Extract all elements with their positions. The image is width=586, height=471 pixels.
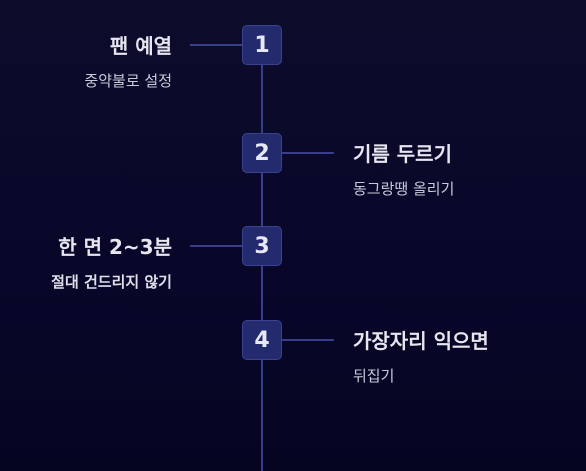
step-3-title: 한 면 2~3분: [58, 235, 172, 259]
step-3-description: 절대 건드리지 않기: [51, 273, 172, 291]
step-2-number-badge: 2: [242, 133, 282, 173]
step-2-description: 동그랑땡 올리기: [353, 180, 455, 198]
step-3-connector: [190, 245, 242, 247]
step-3: 3 한 면 2~3분 절대 건드리지 않기: [0, 226, 586, 306]
step-4-number-badge: 4: [242, 320, 282, 360]
step-1-number-badge: 1: [242, 25, 282, 65]
step-1-title: 팬 예열: [109, 34, 172, 58]
step-1: 1 팬 예열 중약불로 설정: [0, 25, 586, 105]
step-2-connector: [282, 152, 334, 154]
step-2: 2 기름 두르기 동그랑땡 올리기: [0, 133, 586, 213]
step-1-connector: [190, 44, 242, 46]
step-1-description: 중약불로 설정: [84, 72, 172, 90]
step-3-number-badge: 3: [242, 226, 282, 266]
step-4: 4 가장자리 익으면 뒤집기: [0, 320, 586, 400]
step-4-connector: [282, 339, 334, 341]
step-4-title: 가장자리 익으면: [353, 329, 489, 353]
step-2-title: 기름 두르기: [353, 142, 452, 166]
step-4-description: 뒤집기: [353, 367, 395, 385]
